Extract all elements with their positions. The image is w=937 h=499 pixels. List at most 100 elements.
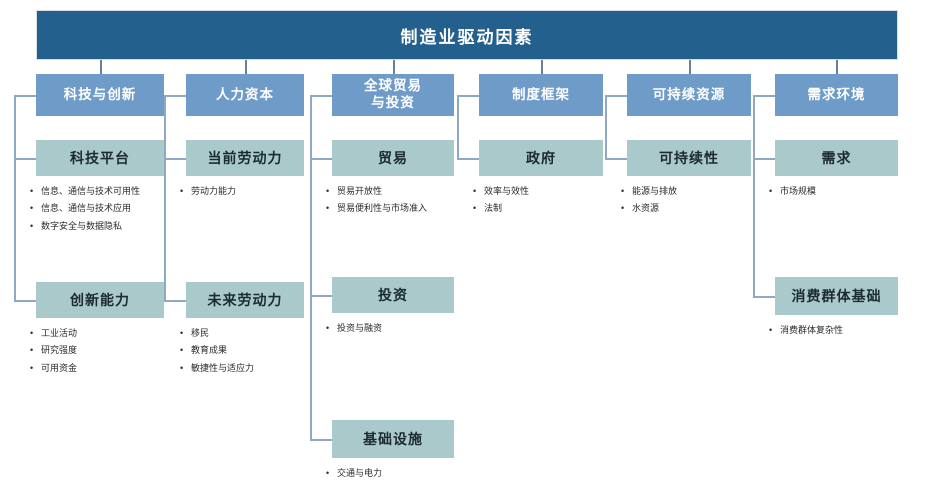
- branch-node-6[interactable]: 需求环境: [775, 74, 898, 116]
- bullet-text: 敏捷性与适应力: [191, 362, 255, 373]
- connector-root-to-branch: [245, 60, 247, 74]
- connector-to-child: [310, 439, 332, 441]
- branch-node-label: 制度框架: [512, 86, 570, 102]
- child-node-2-1[interactable]: 当前劳动力: [186, 140, 304, 176]
- connector-spine: [457, 95, 459, 158]
- branch-node-5[interactable]: 可持续资源: [627, 74, 751, 116]
- bullet-dot-icon: •: [326, 323, 330, 333]
- child-node-label: 贸易: [378, 150, 408, 166]
- child-node-5-1[interactable]: 可持续性: [627, 140, 751, 176]
- bullet-item: • 移民: [180, 328, 410, 338]
- child-node-label: 投资: [378, 287, 408, 303]
- bullet-dot-icon: •: [180, 345, 184, 356]
- connector-root-to-branch: [689, 60, 691, 74]
- bullet-dot-icon: •: [30, 203, 34, 214]
- bullet-text: 水资源: [632, 203, 660, 214]
- connector-root-to-branch: [541, 60, 543, 74]
- child-node-label: 当前劳动力: [207, 150, 283, 166]
- bullet-text: 能源与排放: [632, 186, 678, 196]
- child-node-3-1[interactable]: 贸易: [332, 140, 454, 176]
- child-node-label: 未来劳动力: [207, 292, 283, 308]
- child-node-2-2[interactable]: 未来劳动力: [186, 282, 304, 318]
- branch-node-label: 全球贸易 与投资: [364, 78, 422, 110]
- bullet-list: •交通与电力: [326, 468, 556, 485]
- branch-node-3[interactable]: 全球贸易 与投资: [332, 74, 454, 116]
- bullet-text: 可用资金: [41, 362, 78, 373]
- child-node-label: 基础设施: [363, 431, 423, 447]
- bullet-text: 投资与融资: [337, 323, 383, 333]
- bullet-item: •消费群体复杂性: [769, 325, 937, 335]
- connector-root-to-branch: [100, 60, 102, 74]
- bullet-dot-icon: •: [180, 362, 184, 373]
- bullet-item: • 能源与排放: [621, 186, 851, 196]
- child-node-6-1[interactable]: 需求: [775, 140, 898, 176]
- bullet-list: • 效率与效性 •法制: [473, 186, 703, 221]
- bullet-dot-icon: •: [180, 328, 184, 338]
- bullet-list: •市场规模: [769, 186, 937, 203]
- bullet-text: 研究强度: [41, 345, 78, 356]
- bullet-text: 劳动力能力: [191, 186, 237, 196]
- connector-to-child: [310, 158, 332, 160]
- bullet-item: •市场规模: [769, 186, 937, 196]
- child-node-1-1[interactable]: 科技平台: [36, 140, 164, 176]
- bullet-dot-icon: •: [180, 186, 184, 196]
- connector-branch-nub: [457, 95, 479, 97]
- connector-spine: [14, 95, 16, 300]
- branch-node-4[interactable]: 制度框架: [479, 74, 603, 116]
- bullet-text: 贸易便利性与市场准入: [337, 203, 428, 214]
- bullet-text: 移民: [191, 328, 210, 338]
- connector-spine: [310, 95, 312, 439]
- bullet-dot-icon: •: [30, 362, 34, 373]
- bullet-text: 工业活动: [41, 328, 78, 338]
- bullet-text: 贸易开放性: [337, 186, 383, 196]
- child-node-label: 消费群体基础: [791, 288, 882, 304]
- child-node-label: 可持续性: [659, 150, 719, 166]
- connector-branch-nub: [310, 95, 332, 97]
- bullet-dot-icon: •: [473, 203, 477, 214]
- bullet-item: •法制: [473, 203, 703, 213]
- bullet-dot-icon: •: [621, 203, 625, 214]
- bullet-list: • 贸易开放性 • 贸易便利性与市场准入: [326, 186, 556, 221]
- connector-to-child: [310, 295, 332, 297]
- connector-spine: [605, 95, 607, 158]
- bullet-item: •交通与电力: [326, 468, 556, 478]
- bullet-dot-icon: •: [30, 328, 34, 338]
- branch-node-label: 可持续资源: [652, 86, 726, 102]
- child-node-4-1[interactable]: 政府: [479, 140, 603, 176]
- connector-to-child: [753, 158, 775, 160]
- bullet-item: •数字安全与数据隐私: [30, 221, 260, 231]
- bullet-dot-icon: •: [621, 186, 625, 196]
- child-node-1-2[interactable]: 创新能力: [36, 282, 164, 318]
- bullet-text: 信息、通信与技术应用: [41, 203, 132, 214]
- bullet-item: • 信息、通信与技术可用性: [30, 186, 260, 196]
- bullet-item: • 敏捷性与适应力: [180, 363, 410, 373]
- bullet-text: 交通与电力: [337, 468, 383, 478]
- child-node-3-2[interactable]: 投资: [332, 277, 454, 313]
- bullet-item: • 投资与融资: [326, 323, 556, 333]
- bullet-list: • 移民 • 教育成果 • 敏捷性与适应力: [180, 328, 410, 380]
- connector-spine: [753, 95, 755, 296]
- bullet-item: • 信息、通信与技术应用: [30, 203, 260, 213]
- bullet-item: • 工业活动: [30, 328, 260, 338]
- connector-to-child: [605, 158, 627, 160]
- branch-node-2[interactable]: 人力资本: [186, 74, 304, 116]
- branch-node-1[interactable]: 科技与创新: [36, 74, 164, 116]
- root-node: 制造业驱动因素: [36, 10, 898, 60]
- connector-branch-nub: [753, 95, 775, 97]
- child-node-3-3[interactable]: 基础设施: [332, 420, 454, 458]
- connector-branch-nub: [14, 95, 36, 97]
- connector-root-to-branch: [393, 60, 395, 74]
- bullet-text: 教育成果: [191, 345, 228, 356]
- bullet-dot-icon: •: [473, 186, 477, 196]
- bullet-text: 效率与效性: [484, 186, 530, 196]
- child-node-6-2[interactable]: 消费群体基础: [775, 277, 898, 315]
- bullet-dot-icon: •: [30, 345, 34, 356]
- bullet-item: • 水资源: [621, 203, 851, 213]
- bullet-text: 信息、通信与技术可用性: [41, 186, 141, 196]
- connector-branch-nub: [164, 95, 186, 97]
- bullet-list: • 劳动力能力: [180, 186, 410, 203]
- bullet-item: • 可用资金: [30, 363, 260, 373]
- bullet-list: • 能源与排放 • 水资源: [621, 186, 851, 221]
- bullet-list: • 工业活动 • 研究强度 • 可用资金: [30, 328, 260, 380]
